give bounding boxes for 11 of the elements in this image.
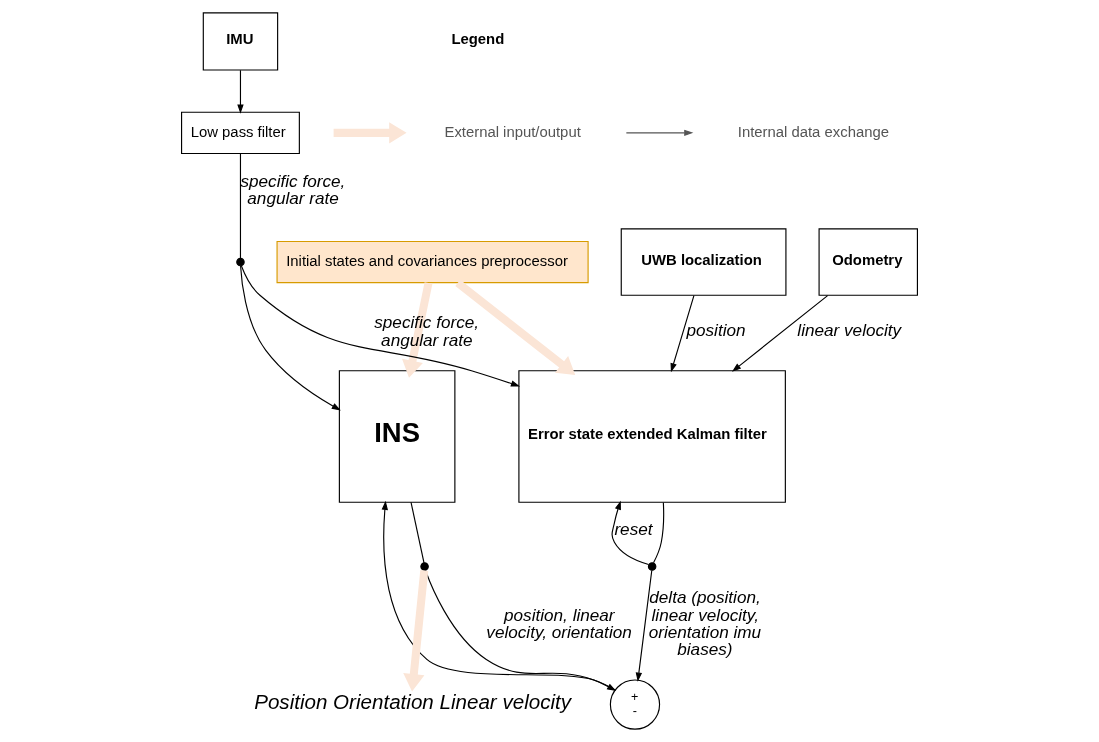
- legend-label: Internal data exchange: [737, 123, 889, 140]
- edge-label: reset: [614, 519, 653, 540]
- edge-label: position, linear velocity, orientation: [486, 604, 632, 642]
- node-text: Position Orientation Linear velocity: [254, 689, 572, 713]
- legend-label: External input/output: [444, 123, 581, 140]
- edge-label: linear velocity: [797, 319, 902, 340]
- edge-label: position: [686, 319, 746, 340]
- edge-label: specific force, angular rate: [240, 170, 346, 208]
- label: Legend: [451, 31, 505, 48]
- edge-label: delta (position, linear velocity, orientation imu biases): [648, 587, 762, 659]
- edge-label: specific force, angular rate: [374, 312, 480, 350]
